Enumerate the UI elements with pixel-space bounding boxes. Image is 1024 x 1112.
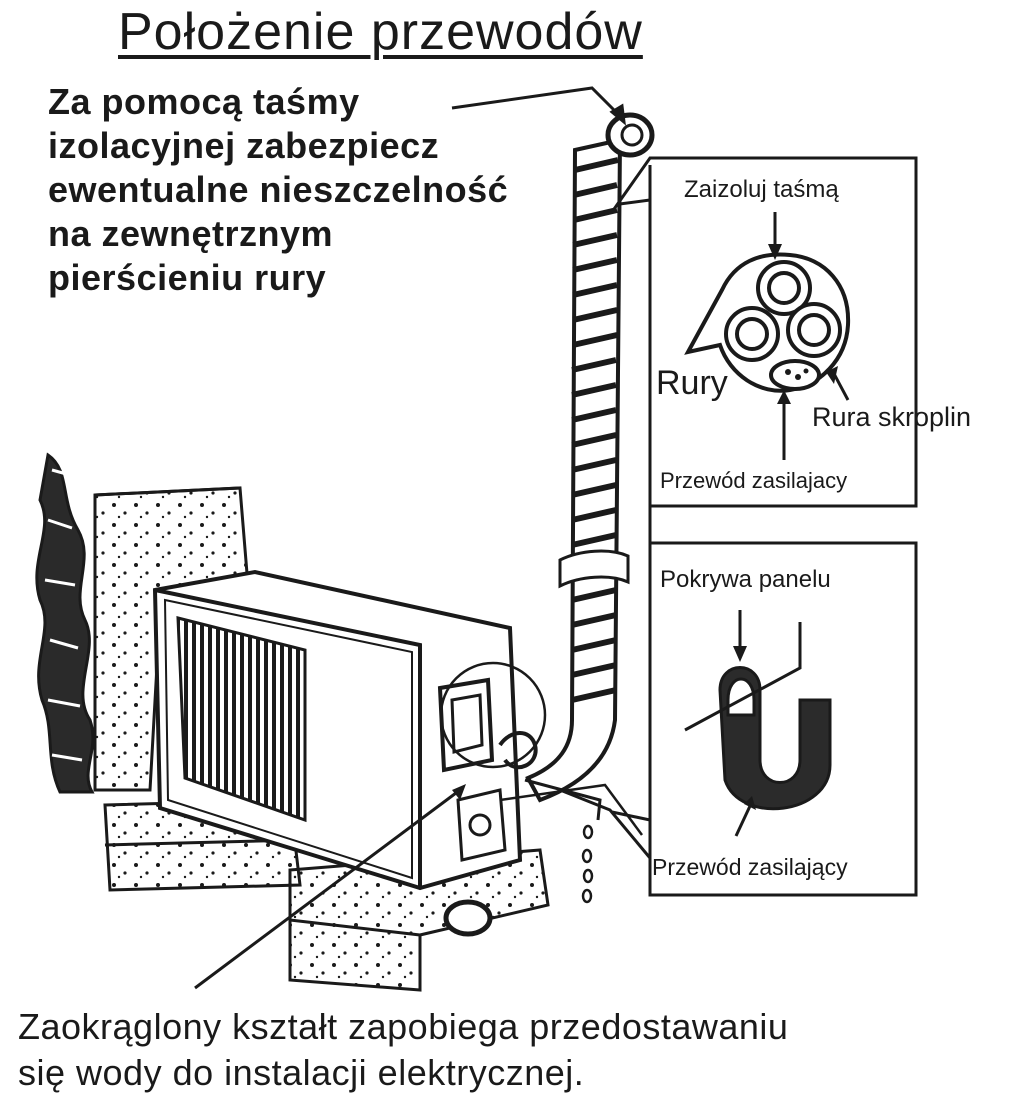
top-note-line-1: Za pomocą taśmy — [48, 81, 360, 122]
taped-pipe — [524, 112, 655, 821]
wall-panel — [611, 198, 652, 822]
top-note-line-3: ewentualne nieszczelność — [48, 169, 509, 210]
label-tape: Zaizoluj taśmą — [684, 176, 839, 203]
leader-top — [451, 86, 626, 126]
label-power-bottom: Przewód zasilający — [652, 854, 848, 880]
outdoor-unit — [152, 569, 547, 891]
top-note-line-4: na zewnętrznym — [48, 213, 334, 254]
label-drain: Rura skroplin — [812, 402, 972, 432]
page-title: Położenie przewodów — [118, 3, 643, 61]
label-power-top: Przewód zasilajacy — [660, 468, 848, 493]
leader-power — [559, 788, 652, 859]
leader-bottom — [194, 784, 466, 990]
inset-panel-cover — [648, 541, 918, 897]
bottom-note: Zaokrąglony kształt zapobiega przedostaw… — [18, 1004, 788, 1096]
label-pipes: Rury — [656, 364, 728, 402]
water-drops — [581, 824, 594, 904]
wall — [35, 452, 252, 794]
label-panel-cover: Pokrywa panelu — [660, 566, 831, 593]
leader-power-2 — [499, 783, 644, 836]
bottom-note-line-2: się wody do instalacji elektrycznej. — [18, 1052, 585, 1093]
top-note-line-5: pierścieniu rury — [48, 257, 327, 298]
inset-pipe-section — [610, 156, 918, 508]
top-note-line-2: izolacyjnej zabezpiecz — [48, 125, 440, 166]
top-note: Za pomocą taśmy izolacyjnej zabezpiecz e… — [48, 80, 508, 300]
bottom-note-line-1: Zaokrąglony kształt zapobiega przedostaw… — [18, 1006, 789, 1047]
